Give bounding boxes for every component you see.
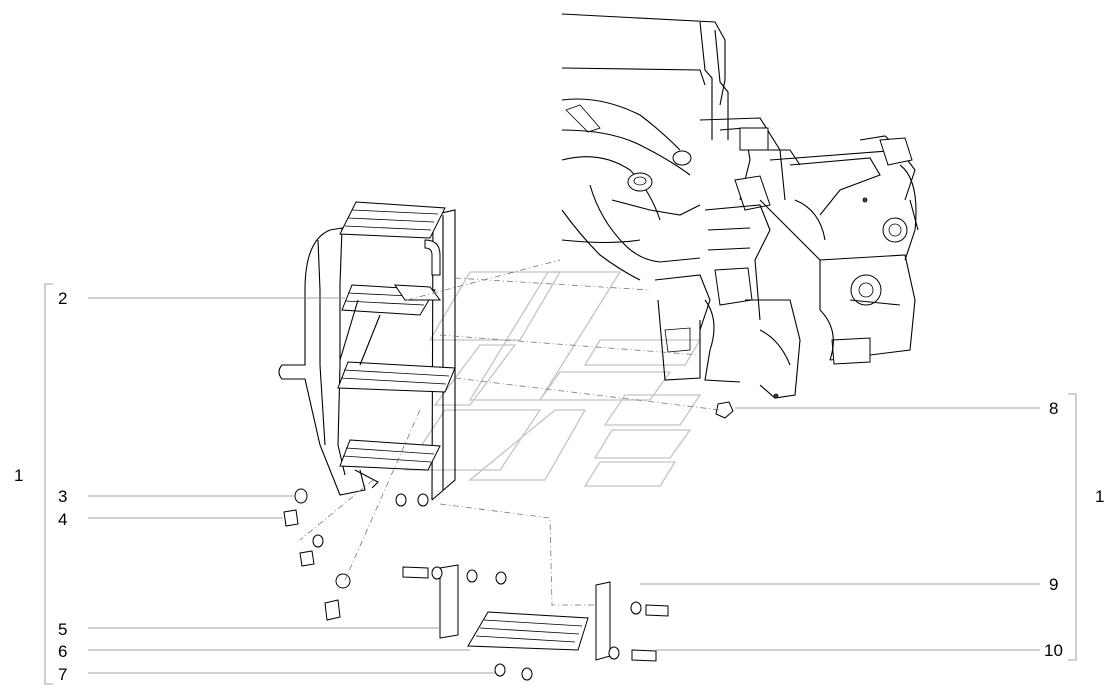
callout-2: 2 — [58, 289, 67, 308]
callout-5: 5 — [58, 620, 67, 639]
right-group-bracket — [1068, 393, 1077, 661]
callout-4: 4 — [58, 510, 67, 529]
callout-1-left: 1 — [14, 466, 23, 485]
fasteners — [283, 401, 734, 681]
callout-9: 9 — [1049, 575, 1058, 594]
callout-6: 6 — [58, 642, 67, 661]
callout-7: 7 — [58, 665, 67, 684]
leader-lines — [88, 297, 1040, 674]
callout-1-right: 1 — [1095, 487, 1104, 506]
callout-10: 10 — [1044, 641, 1063, 660]
callout-3: 3 — [58, 487, 67, 506]
tractor-frame-assembly — [561, 13, 919, 399]
callout-8: 8 — [1049, 399, 1058, 418]
spare-step-and-brackets — [439, 564, 611, 661]
watermark-logo — [403, 271, 702, 487]
ladder-assembly — [278, 201, 456, 501]
left-group-bracket — [44, 283, 53, 685]
assembly-centerlines — [299, 259, 721, 606]
